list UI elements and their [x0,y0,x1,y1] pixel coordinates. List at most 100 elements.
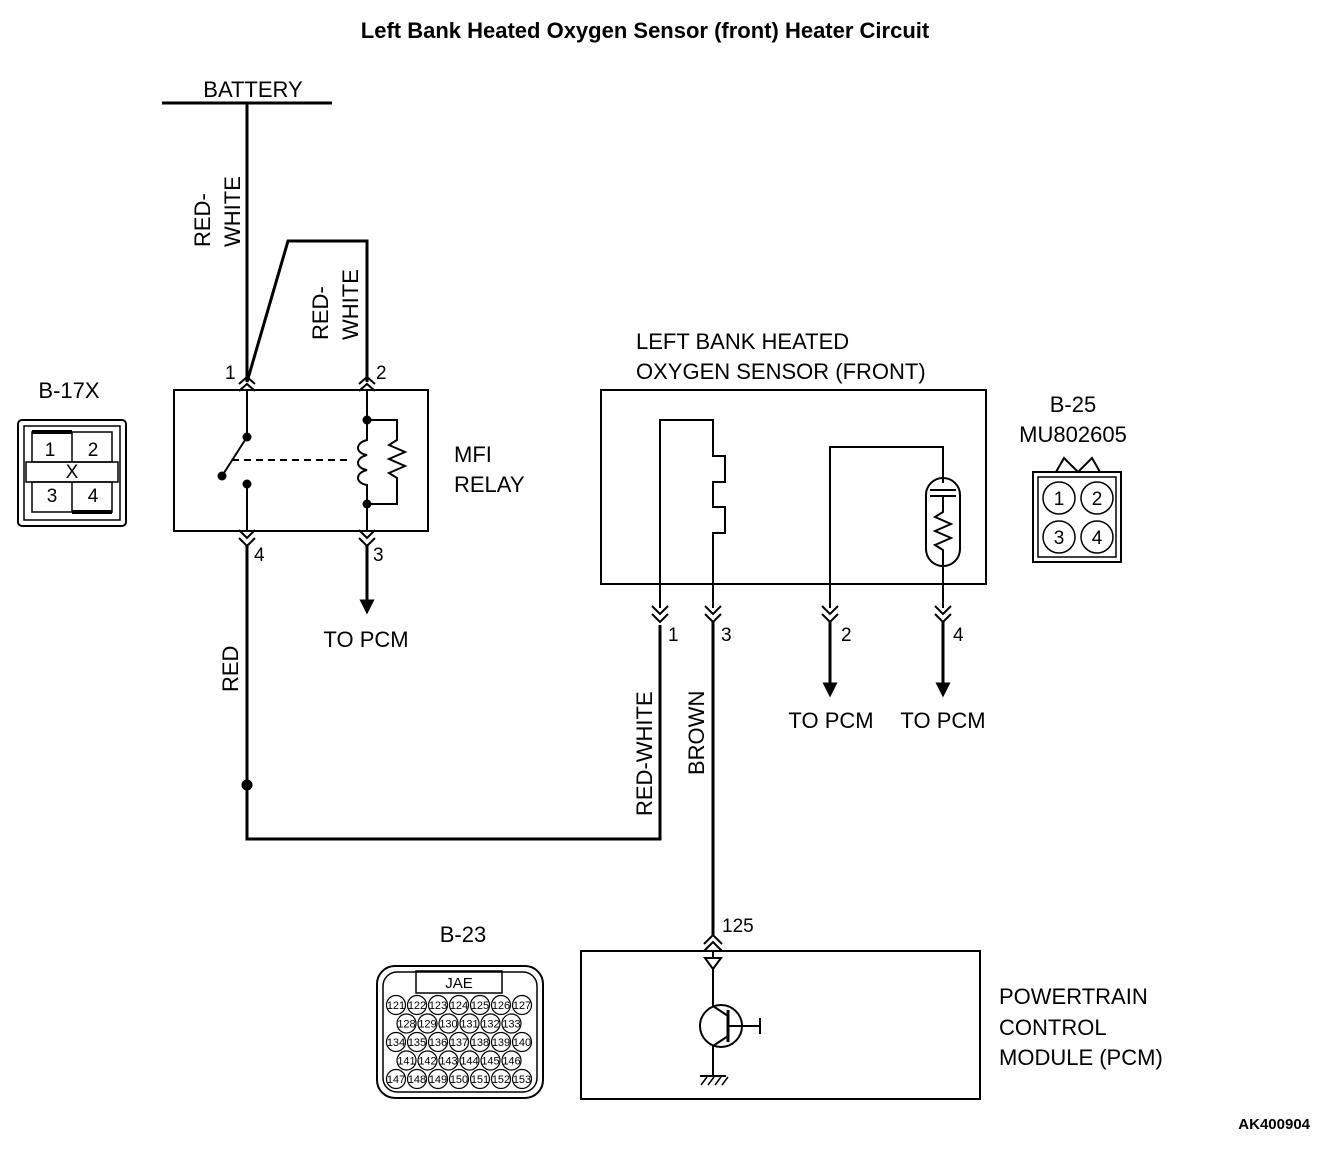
red-wire [241,546,662,841]
figure-id: AK400904 [1238,1116,1310,1133]
sensor-pin4-to-pcm: TO PCM [900,708,985,733]
b23-pin-label: 122 [408,1000,426,1012]
b23-pin-label: 126 [492,1000,510,1012]
b23-pin-circle [448,1031,470,1053]
b23-pin-circle [480,1050,501,1071]
b23-pin-label: 138 [471,1037,489,1049]
b23-pin-label: 134 [387,1037,405,1049]
b23-pin-circle [396,1013,417,1034]
b23-pin-circle [469,1031,491,1053]
b23-pin-label: 123 [429,1000,447,1012]
sensor-pin-3: 3 [721,625,732,646]
b17x-pin-1: 1 [45,440,56,461]
relay-pin-2: 2 [376,363,387,384]
relay-pin-1: 1 [225,363,236,384]
b23-pin-label: 130 [439,1019,457,1031]
b23-pin-label: 146 [502,1056,520,1068]
wire-label-sensor-pin3: BROWN [684,691,709,775]
b23-pin-label: 144 [460,1056,478,1068]
pcm-label-line2: CONTROL [999,1015,1107,1040]
b23-pin-circle [469,1068,491,1090]
b23-pin-circle [490,1068,512,1090]
pcm-pin-125: 125 [722,916,754,937]
b23-pin-label: 124 [450,1000,468,1012]
b23-pin-circle [490,994,512,1016]
sensor-label-line2: OXYGEN SENSOR (FRONT) [636,359,926,384]
b23-pin-circle [385,1031,407,1053]
b23-id: B-23 [440,922,486,947]
b17x-id: B-17X [38,378,99,403]
wire-label-sensor-pin1: RED-WHITE [632,691,657,816]
b23-pin-label: 127 [513,1000,531,1012]
sensor-to-pcm: TO PCM TO PCM [788,622,986,733]
wire-label-relay-pin2-line1: RED- [308,286,333,340]
b23-pin-label: 143 [439,1056,457,1068]
b23-pin-label: 147 [387,1074,405,1086]
connector-b25: B-25 MU802605 1 2 3 4 [1019,392,1127,563]
b23-pin-label: 149 [429,1074,447,1086]
b23-pin-label: 128 [397,1019,415,1031]
b25-pin-2: 2 [1092,489,1103,510]
b23-pin-circle [511,1031,533,1053]
b23-pin-circle [501,1013,522,1034]
b23-pin-circle [406,1068,428,1090]
b25-pin-3: 3 [1054,528,1065,549]
b23-pin-label: 145 [481,1056,499,1068]
b23-pin-label: 135 [408,1037,426,1049]
sensor-pin-4: 4 [953,625,964,646]
b23-pin-label: 150 [450,1074,468,1086]
battery-terminal: BATTERY [162,77,332,105]
b23-pin-circle [438,1013,459,1034]
pcm: 125 POWERTRAIN CONTROL MODULE (PCM) [580,916,1163,1100]
b23-pin-circle [511,994,533,1016]
b23-pin-circle [448,994,470,1016]
wire-label-battery-feed-line1: RED- [190,193,215,247]
sensor-pin2-to-pcm: TO PCM [788,708,873,733]
wire-label-battery-feed-line2: WHITE [220,176,245,247]
relay-label-line2: RELAY [454,472,525,497]
b25-id: B-25 [1050,392,1096,417]
b23-pin-label: 129 [418,1019,436,1031]
b17x-pin-3: 3 [47,486,58,507]
sensor-pin-1: 1 [668,625,679,646]
relay-to-pcm-label: TO PCM [323,627,408,652]
b25-pin-4: 4 [1092,528,1103,549]
b23-pin-label: 141 [397,1056,415,1068]
b23-pin-circle [501,1050,522,1071]
b23-pin-circle [480,1013,501,1034]
b23-pin-circle [459,1050,480,1071]
b23-pin-circle [459,1013,480,1034]
oxygen-sensor: LEFT BANK HEATED OXYGEN SENSOR (FRONT) 1… [600,329,987,646]
b23-pin-label: 133 [502,1019,520,1031]
b23-pin-label: 151 [471,1074,489,1086]
b23-pin-label: 152 [492,1074,510,1086]
battery-label: BATTERY [203,77,303,102]
b23-pin-label: 140 [513,1037,531,1049]
b23-pin-circle [417,1050,438,1071]
b23-pin-label: 132 [481,1019,499,1031]
b23-pin-circle [385,1068,407,1090]
b23-pin-label: 153 [513,1074,531,1086]
b23-pin-label: 125 [471,1000,489,1012]
relay-label-line1: MFI [454,442,492,467]
b23-pin-circle [490,1031,512,1053]
b23-pin-label: 121 [387,1000,405,1012]
diagram-title: Left Bank Heated Oxygen Sensor (front) H… [361,18,930,43]
b23-pin-circle [417,1013,438,1034]
sensor-pin-2: 2 [841,625,852,646]
b23-pin-circle [406,1031,428,1053]
b23-pin-label: 131 [460,1019,478,1031]
b17x-pin-2: 2 [88,440,99,461]
b23-pin-circle [396,1050,417,1071]
b23-pin-circle [438,1050,459,1071]
pcm-label-line1: POWERTRAIN [999,984,1148,1009]
b23-pin-label: 137 [450,1037,468,1049]
b23-pin-circle [469,994,491,1016]
b23-pin-circle [385,994,407,1016]
b25-pin-1: 1 [1054,489,1065,510]
b17x-pin-4: 4 [88,486,99,507]
pcm-label-line3: MODULE (PCM) [999,1045,1163,1070]
b25-part-number: MU802605 [1019,422,1127,447]
